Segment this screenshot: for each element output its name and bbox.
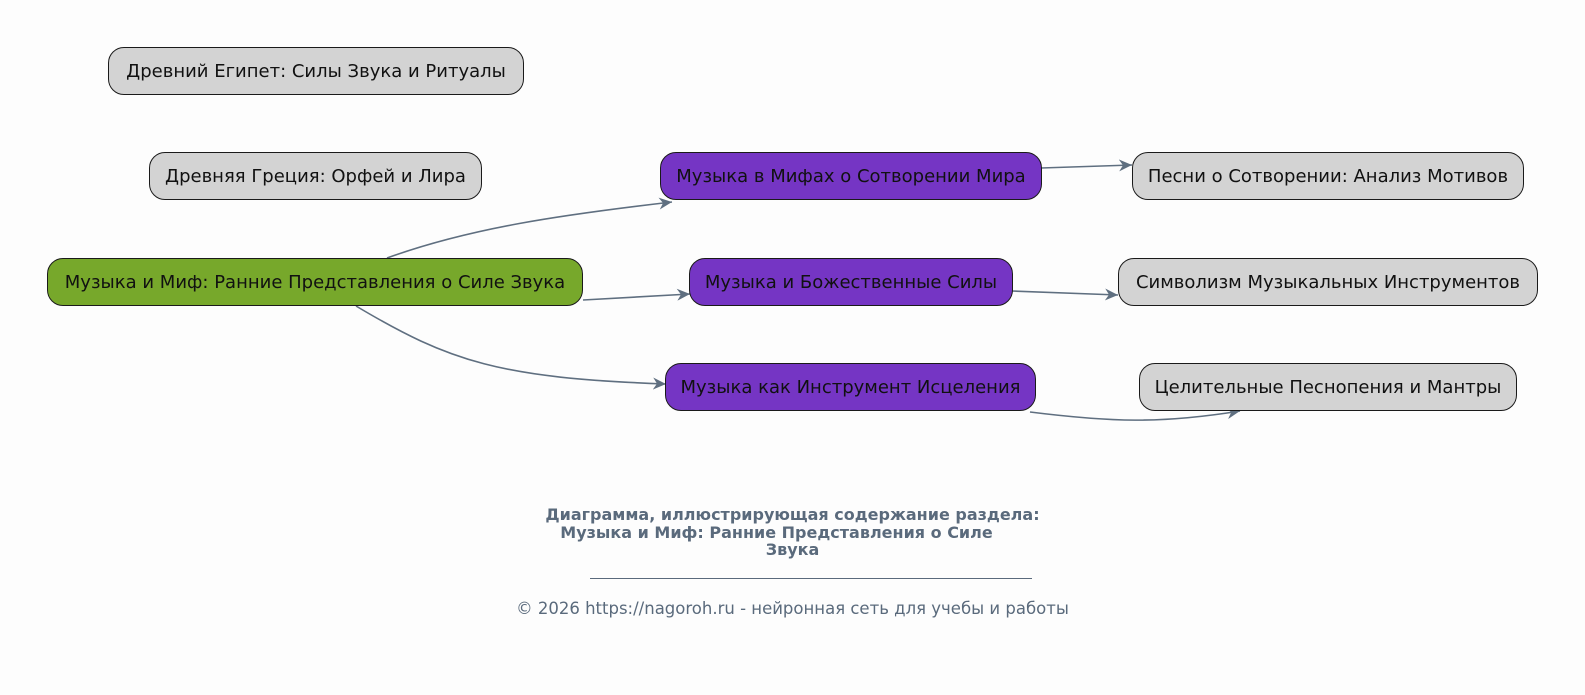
node-label: Символизм Музыкальных Инструментов (1135, 271, 1521, 293)
node-label: Музыка в Мифах о Сотворении Мира (676, 165, 1026, 187)
edge-root-to-healing (355, 305, 667, 390)
edge-root-to-creation (386, 197, 673, 259)
node-ancient-greece[interactable]: Древняя Греция: Орфей и Лира (149, 152, 482, 200)
caption-line: Диаграмма, иллюстрирующая содержание раз… (545, 505, 1040, 524)
node-label: Древний Египет: Силы Звука и Ритуалы (126, 60, 506, 82)
node-music-in-creation-myths[interactable]: Музыка в Мифах о Сотворении Мира (660, 152, 1042, 200)
node-ancient-egypt[interactable]: Древний Египет: Силы Звука и Ритуалы (108, 47, 524, 95)
node-music-and-divine-powers[interactable]: Музыка и Божественные Силы (689, 258, 1013, 306)
node-label: Музыка как Инструмент Исцеления (680, 376, 1021, 398)
edge-divine-to-symbolism (1011, 288, 1119, 301)
node-label: Древняя Греция: Орфей и Лира (165, 165, 466, 187)
caption-line: Музыка и Миф: Ранние Представления о Сил… (560, 522, 993, 542)
copyright-footer: © 2026 https://nagoroh.ru - нейронная се… (516, 599, 1069, 618)
caption-divider (590, 578, 1032, 579)
node-label: Музыка и Божественные Силы (704, 271, 998, 293)
edge-healing-to-chants (1029, 407, 1241, 421)
node-instrument-symbolism[interactable]: Символизм Музыкальных Инструментов (1118, 258, 1538, 306)
edge-creation-to-songs (1040, 159, 1133, 172)
node-label: Песни о Сотворении: Анализ Мотивов (1147, 165, 1509, 187)
node-music-as-healing-tool[interactable]: Музыка как Инструмент Исцеления (665, 363, 1036, 411)
node-creation-songs[interactable]: Песни о Сотворении: Анализ Мотивов (1132, 152, 1524, 200)
node-label: Музыка и Миф: Ранние Представления о Сил… (64, 271, 566, 293)
diagram-caption-title: Диаграмма, иллюстрирующая содержание раз… (0, 506, 1585, 559)
node-healing-chants[interactable]: Целительные Песнопения и Мантры (1139, 363, 1517, 411)
node-label: Целительные Песнопения и Мантры (1154, 376, 1502, 398)
node-root-music-and-myth[interactable]: Музыка и Миф: Ранние Представления о Сил… (47, 258, 583, 306)
caption-line: Звука (765, 540, 820, 559)
edge-root-to-divine (582, 288, 691, 301)
